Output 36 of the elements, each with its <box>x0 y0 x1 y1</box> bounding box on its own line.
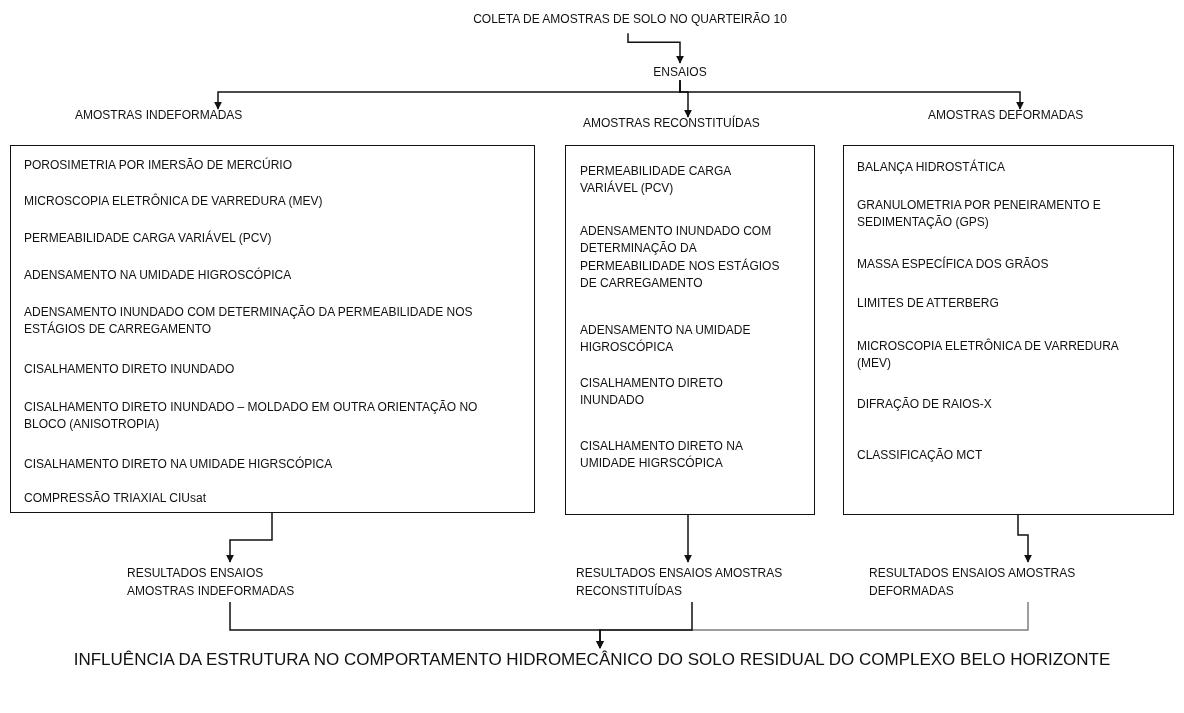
conclusion-label: INFLUÊNCIA DA ESTRUTURA NO COMPORTAMENTO HIDROMECÂNICO DO SOLO RESIDUAL DO COMPLEXO BELO HORIZONTE <box>60 646 1124 674</box>
test-item: CISALHAMENTO DIRETO INUNDADO – MOLDADO EM OUTRA ORIENTAÇÃO NO BLOCO (ANISOTROPIA) <box>24 399 479 434</box>
result-label: RESULTADOS ENSAIOS AMOSTRAS DEFORMADAS <box>869 564 1078 600</box>
test-item: CISALHAMENTO DIRETO NA UMIDADE HIGRSCÓPICA <box>24 456 334 473</box>
connector-arrow <box>679 79 1024 110</box>
test-item: PERMEABILIDADE CARGA VARIÁVEL (PCV) <box>580 163 732 198</box>
connector-arrow <box>1017 514 1032 563</box>
test-item: ADENSAMENTO NA UMIDADE HIGROSCÓPICA <box>580 322 752 357</box>
test-item: MICROSCOPIA ELETRÔNICA DE VARREDURA (MEV) <box>24 193 324 210</box>
test-item: CISALHAMENTO DIRETO INUNDADO <box>580 375 724 410</box>
connector-arrow <box>627 32 684 64</box>
test-item: ADENSAMENTO INUNDADO COM DETERMINAÇÃO DA PERMEABILIDADE NOS ESTÁGIOS DE CARREGAMENTO <box>24 304 474 339</box>
step-label: COLETA DE AMOSTRAS DE SOLO NO QUARTEIRÃO 10 <box>472 10 788 30</box>
test-item: MICROSCOPIA ELETRÔNICA DE VARREDURA (MEV) <box>857 338 1120 373</box>
result-label: RESULTADOS ENSAIOS AMOSTRAS INDEFORMADAS <box>127 564 297 600</box>
test-item: ADENSAMENTO INUNDADO COM DETERMINAÇÃO DA PERMEABILIDADE NOS ESTÁGIOS DE CARREGAMENTO <box>580 223 781 293</box>
test-item: PERMEABILIDADE CARGA VARIÁVEL (PCV) <box>24 230 273 247</box>
test-item: COMPRESSÃO TRIAXIAL CIUsat <box>24 490 208 507</box>
test-item: POROSIMETRIA POR IMERSÃO DE MERCÚRIO <box>24 157 294 174</box>
test-item: CISALHAMENTO DIRETO INUNDADO <box>24 361 236 378</box>
connector-arrow <box>226 512 273 563</box>
result-label: RESULTADOS ENSAIOS AMOSTRAS RECONSTITUÍDAS <box>576 564 785 600</box>
test-item: ADENSAMENTO NA UMIDADE HIGROSCÓPICA <box>24 267 293 284</box>
test-item: BALANÇA HIDROSTÁTICA <box>857 159 1007 176</box>
step-label: ENSAIOS <box>652 63 708 83</box>
test-item: CLASSIFICAÇÃO MCT <box>857 447 984 464</box>
test-item: DIFRAÇÃO DE RAIOS-X <box>857 396 993 413</box>
test-item: CISALHAMENTO DIRETO NA UMIDADE HIGRSCÓPICA <box>580 438 744 473</box>
test-item: MASSA ESPECÍFICA DOS GRÃOS <box>857 256 1050 273</box>
connector-arrow <box>684 514 692 563</box>
test-item: GRANULOMETRIA POR PENEIRAMENTO E SEDIMENTAÇÃO (GPS) <box>857 197 1102 232</box>
test-item: LIMITES DE ATTERBERG <box>857 295 1000 312</box>
group-heading: AMOSTRAS INDEFORMADAS <box>75 108 243 124</box>
group-heading: AMOSTRAS DEFORMADAS <box>928 108 1084 124</box>
connector-arrow <box>596 601 693 649</box>
group-heading: AMOSTRAS RECONSTITUÍDAS <box>583 116 760 132</box>
